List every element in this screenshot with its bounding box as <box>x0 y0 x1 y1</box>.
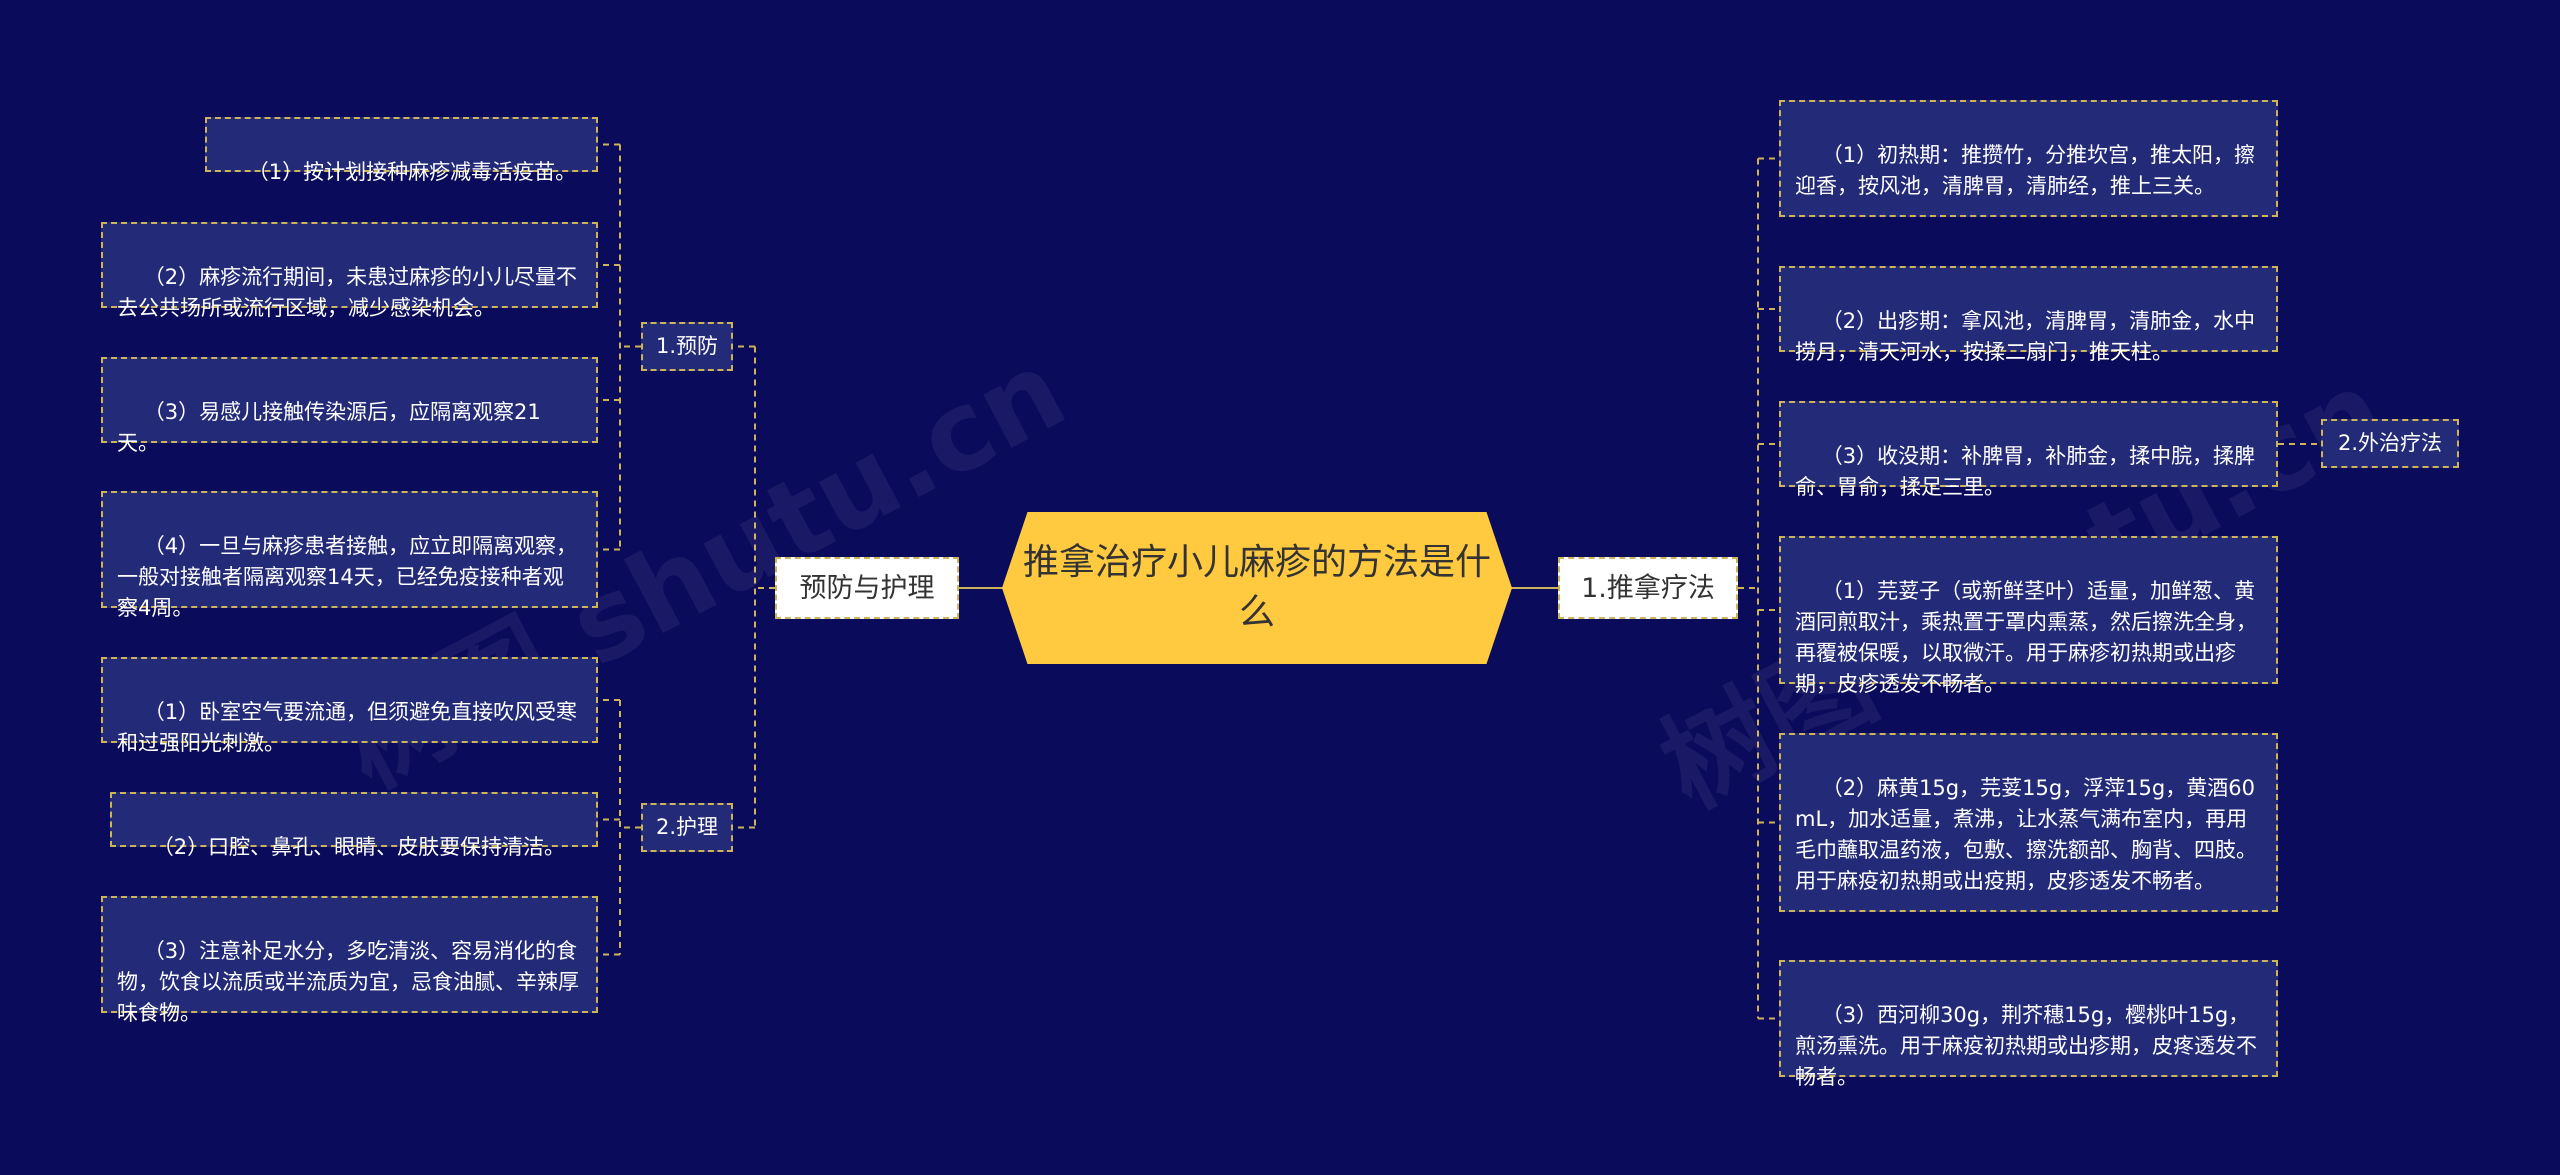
branch-external-therapy[interactable]: 2.外治疗法 <box>2321 419 2459 468</box>
leaf-text: （4）一旦与麻疹患者接触，应立即隔离观察，一般对接触者隔离观察14天，已经免疫接… <box>117 534 578 620</box>
leaf-text: （2）出疹期：拿风池，清脾胃，清肺金，水中捞月，清天河水，按揉二扇门，推天柱。 <box>1795 309 2256 364</box>
leaf-text: （1）卧室空气要流通，但须避免直接吹风受寒和过强阳光刺激。 <box>117 700 578 755</box>
leaf-care-1[interactable]: （1）卧室空气要流通，但须避免直接吹风受寒和过强阳光刺激。 <box>101 657 598 755</box>
leaf-massage-rash-stage[interactable]: （2）出疹期：拿风池，清脾胃，清肺金，水中捞月，清天河水，按揉二扇门，推天柱。 <box>1779 266 2278 364</box>
leaf-text: （2）口腔、鼻孔、眼睛、皮肤要保持清洁。 <box>152 835 566 859</box>
leaf-care-3[interactable]: （3）注意补足水分，多吃清淡、容易消化的食物，饮食以流质或半流质为宜，忌食油腻、… <box>101 896 598 1025</box>
branch-care[interactable]: 2.护理 <box>641 803 733 852</box>
leaf-prevention-4[interactable]: （4）一旦与麻疹患者接触，应立即隔离观察，一般对接触者隔离观察14天，已经免疫接… <box>101 491 598 620</box>
main-topic-prevention-care[interactable]: 预防与护理 <box>775 557 959 619</box>
leaf-text: （1）初热期：推攒竹，分推坎宫，推太阳，擦迎香，按风池，清脾胃，清肺经，推上三关… <box>1795 143 2256 198</box>
main-topic-label: 预防与护理 <box>799 573 935 604</box>
leaf-text: （1）按计划接种麻疹减毒活疫苗。 <box>247 160 577 184</box>
leaf-external-1[interactable]: （1）芫荽子（或新鲜茎叶）适量，加鲜葱、黄酒同煎取汁，乘热置于罩内熏蒸，然后擦洗… <box>1779 536 2278 696</box>
leaf-text: （1）芫荽子（或新鲜茎叶）适量，加鲜葱、黄酒同煎取汁，乘热置于罩内熏蒸，然后擦洗… <box>1795 579 2257 696</box>
leaf-external-2[interactable]: （2）麻黄15g，芫荽15g，浮萍15g，黄酒60mL，加水适量，煮沸，让水蒸气… <box>1779 733 2278 912</box>
leaf-external-3[interactable]: （3）西河柳30g，荆芥穗15g，樱桃叶15g，煎汤熏洗。用于麻疫初热期或出疹期… <box>1779 960 2278 1089</box>
branch-prevention[interactable]: 1.预防 <box>641 322 733 371</box>
main-topic-label: 1.推拿疗法 <box>1581 573 1715 604</box>
leaf-text: （3）注意补足水分，多吃清淡、容易消化的食物，饮食以流质或半流质为宜，忌食油腻、… <box>117 939 579 1025</box>
leaf-prevention-1[interactable]: （1）按计划接种麻疹减毒活疫苗。 <box>205 117 598 184</box>
root-title: 推拿治疗小儿麻疹的方法是什么 <box>1022 542 1491 633</box>
leaf-text: （2）麻黄15g，芫荽15g，浮萍15g，黄酒60mL，加水适量，煮沸，让水蒸气… <box>1795 776 2257 893</box>
branch-label: 1.预防 <box>655 334 719 358</box>
branch-label: 2.护理 <box>655 815 719 839</box>
leaf-massage-initial-fever[interactable]: （1）初热期：推攒竹，分推坎宫，推太阳，擦迎香，按风池，清脾胃，清肺经，推上三关… <box>1779 100 2278 217</box>
leaf-text: （3）西河柳30g，荆芥穗15g，樱桃叶15g，煎汤熏洗。用于麻疫初热期或出疹期… <box>1795 1003 2257 1089</box>
leaf-prevention-2[interactable]: （2）麻疹流行期间，未患过麻疹的小儿尽量不去公共场所或流行区域，减少感染机会。 <box>101 222 598 320</box>
branch-label: 2.外治疗法 <box>2337 431 2443 455</box>
leaf-massage-recovery[interactable]: （3）收没期：补脾胃，补肺金，揉中脘，揉脾俞、胃俞，揉足三里。 <box>1779 401 2278 499</box>
leaf-care-2[interactable]: （2）口腔、鼻孔、眼睛、皮肤要保持清洁。 <box>110 792 598 859</box>
main-topic-massage-therapy[interactable]: 1.推拿疗法 <box>1558 557 1738 619</box>
leaf-text: （3）易感儿接触传染源后，应隔离观察21天。 <box>117 400 541 455</box>
leaf-text: （3）收没期：补脾胃，补肺金，揉中脘，揉脾俞、胃俞，揉足三里。 <box>1795 444 2256 499</box>
root-topic[interactable]: 推拿治疗小儿麻疹的方法是什么 <box>1002 512 1512 664</box>
leaf-text: （2）麻疹流行期间，未患过麻疹的小儿尽量不去公共场所或流行区域，减少感染机会。 <box>117 265 578 320</box>
leaf-prevention-3[interactable]: （3）易感儿接触传染源后，应隔离观察21天。 <box>101 357 598 455</box>
